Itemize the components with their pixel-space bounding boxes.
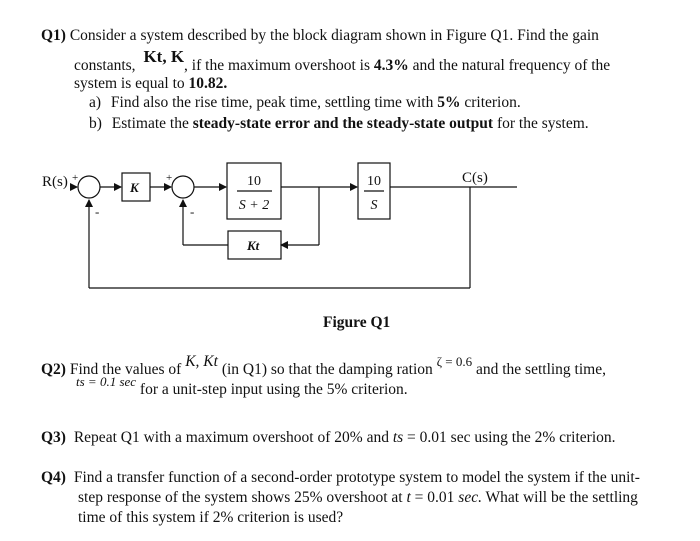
q4-label: Q4) <box>41 469 66 486</box>
q1-line3: system is equal to 10.82. <box>74 75 227 93</box>
q2-ts: ts = 0.1 sec <box>76 374 137 389</box>
q2-vars: K, Kt <box>185 353 218 370</box>
q2-line2: ts = 0.1 sec for a unit-step input using… <box>76 374 408 399</box>
q3-label: Q3) <box>41 429 66 446</box>
q1-b-pre: Estimate the <box>111 115 193 132</box>
q4-t: t <box>406 489 411 506</box>
q1-a-label: a) <box>89 94 102 111</box>
q2-line2: for a unit-step input using the 5% crite… <box>139 381 408 398</box>
q3-post: = 0.01 sec using the 2% criterion. <box>403 429 616 446</box>
q2-pre: Find the values of <box>69 361 182 378</box>
q1-line3-pre: system is equal to <box>74 75 189 92</box>
q3-ts: ts <box>392 429 404 446</box>
q1-b-label: b) <box>89 115 102 132</box>
block2-num: 10 <box>367 174 381 189</box>
q1-line1: Q1) Consider a system described by the b… <box>41 27 599 45</box>
block1-den: S + 2 <box>239 198 269 213</box>
q3-line: Q3) Repeat Q1 with a maximum overshoot o… <box>41 429 616 447</box>
q2-label: Q2) <box>41 361 66 378</box>
q4-line2-val: = 0.01 <box>410 489 459 506</box>
figure-caption: Figure Q1 <box>323 314 391 331</box>
q1-a-post: criterion. <box>460 94 521 111</box>
q1-part-b: b) Estimate the steady-state error and t… <box>89 115 589 133</box>
block1-num: 10 <box>247 174 261 189</box>
plus-sign-2: + <box>166 172 172 184</box>
block2 <box>357 162 391 220</box>
block-diagram: R(s) C(s) + + - - K 10 S + 2 10 S Kt <box>42 162 517 289</box>
q4-text-1: Find a transfer function of a second-ord… <box>73 469 640 486</box>
block2-den: S <box>371 198 378 213</box>
q1-b-bold: steady-state error and the steady-state … <box>192 115 494 132</box>
q4-line2-unit: sec. <box>458 489 482 506</box>
q2-mid: (in Q1) so that the damping ration <box>221 361 433 378</box>
q1-line2: constants, Kt, K, if the maximum oversho… <box>74 47 611 75</box>
q3-pre: Repeat Q1 with a maximum overshoot of 20… <box>73 429 393 446</box>
q4-line2: step response of the system shows 25% ov… <box>78 489 638 507</box>
q1-text-1: Consider a system described by the block… <box>69 27 599 44</box>
kt-label: Kt <box>246 238 260 253</box>
q1-gains: Kt, K <box>143 47 185 66</box>
q1-overshoot: 4.3% <box>373 57 409 74</box>
q4-line1: Q4) Find a transfer function of a second… <box>41 469 640 487</box>
q1-b-post: for the system. <box>493 115 589 132</box>
q4-line2-pre: step response of the system shows 25% ov… <box>78 489 407 506</box>
q2-zeta: ζ = 0.6 <box>436 354 473 369</box>
q1-cond-mid: and the natural frequency of the <box>408 57 611 74</box>
q2-post: and the settling time, <box>475 361 606 378</box>
q1-a-crit: 5% <box>437 94 461 111</box>
k-label: K <box>129 180 140 195</box>
block1 <box>226 162 282 220</box>
minus-sign-2: - <box>190 204 194 219</box>
q1-a-pre: Find also the rise time, peak time, sett… <box>110 94 438 111</box>
q4-line3: time of this system if 2% criterion is u… <box>78 509 343 527</box>
summing-junction-1 <box>77 175 101 199</box>
input-label: R(s) <box>42 174 68 190</box>
q1-part-a: a) Find also the rise time, peak time, s… <box>89 94 521 112</box>
q1-cond-pre: , if the maximum overshoot is <box>184 57 374 74</box>
q1-label: Q1) <box>41 27 66 44</box>
q2-line1: Q2) Find the values of K, Kt (in Q1) so … <box>41 353 606 379</box>
q1-constants: constants, <box>74 57 136 74</box>
minus-sign-1: - <box>95 204 99 219</box>
q1-wn: 10.82. <box>188 75 228 92</box>
plus-sign-1: + <box>72 172 78 184</box>
summing-junction-2 <box>171 175 195 199</box>
q4-line2-post: What will be the settling <box>481 489 638 506</box>
q4-text-3: time of this system if 2% criterion is u… <box>78 509 344 526</box>
output-label: C(s) <box>462 170 488 186</box>
